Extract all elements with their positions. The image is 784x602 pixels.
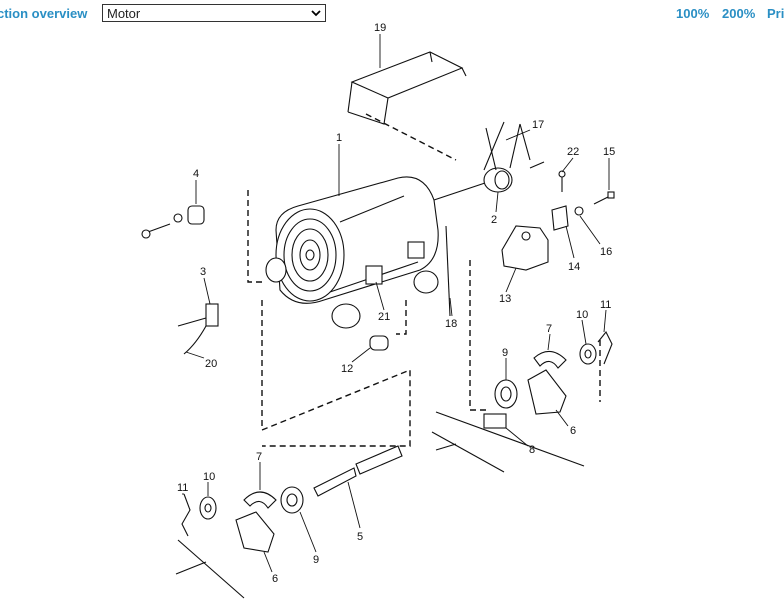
callout-12[interactable]: 12 — [341, 363, 353, 375]
part-1-motor[interactable] — [265, 176, 495, 329]
part-12-bushing[interactable] — [369, 335, 389, 351]
callout-4[interactable]: 4 — [193, 168, 199, 180]
part-8-sensor-right[interactable] — [483, 413, 507, 429]
callout-5[interactable]: 5 — [357, 531, 363, 543]
callout-2[interactable]: 2 — [491, 214, 497, 226]
toolbar: ction overview Motor 100% 200% Pri — [0, 0, 784, 30]
part-9-bearing-left[interactable] — [280, 486, 304, 514]
part-16-washer[interactable] — [574, 206, 584, 216]
callout-10-right[interactable]: 10 — [576, 309, 588, 321]
part-5-shaft[interactable] — [313, 445, 403, 497]
callout-11-left[interactable]: 11 — [177, 482, 188, 494]
callout-7-left[interactable]: 7 — [256, 451, 262, 463]
zoom-100-link[interactable]: 100% — [676, 6, 710, 21]
callout-14[interactable]: 14 — [568, 261, 580, 273]
callout-22[interactable]: 22 — [567, 146, 579, 158]
callout-21[interactable]: 21 — [378, 311, 390, 323]
callout-6-left[interactable]: 6 — [272, 573, 278, 585]
chevron-down-icon — [311, 10, 321, 17]
callout-13[interactable]: 13 — [499, 293, 511, 305]
zoom-200-link[interactable]: 200% — [722, 6, 756, 21]
callout-16[interactable]: 16 — [600, 246, 612, 258]
part-6-holder-left[interactable] — [235, 511, 275, 553]
callout-9-left[interactable]: 9 — [313, 554, 319, 566]
callout-8[interactable]: 8 — [529, 444, 535, 456]
part-10-washer-left[interactable] — [199, 496, 217, 520]
section-select[interactable]: Motor — [102, 4, 326, 22]
part-2-pulley[interactable] — [483, 121, 545, 193]
part-9-bearing-right[interactable] — [494, 379, 518, 409]
callout-6-right[interactable]: 6 — [570, 425, 576, 437]
callout-17[interactable]: 17 — [532, 119, 544, 131]
callout-15[interactable]: 15 — [603, 146, 615, 158]
callout-19[interactable]: 19 — [374, 22, 386, 34]
callout-9-right[interactable]: 9 — [502, 347, 508, 359]
part-7-clamp-right[interactable] — [533, 350, 567, 369]
part-14-clip[interactable] — [551, 205, 569, 231]
part-13-bracket[interactable] — [501, 225, 549, 271]
part-11-clip-right[interactable] — [597, 330, 613, 365]
section-overview-link[interactable]: ction overview — [0, 6, 88, 21]
part-10-washer-right[interactable] — [579, 343, 597, 365]
callout-20[interactable]: 20 — [205, 358, 217, 370]
part-15-screw[interactable] — [593, 191, 615, 205]
section-select-value: Motor — [107, 6, 141, 21]
callout-10-left[interactable]: 10 — [203, 471, 215, 483]
callout-1[interactable]: 1 — [336, 132, 342, 144]
callout-18[interactable]: 18 — [445, 318, 457, 330]
part-19-bracket[interactable] — [347, 51, 467, 125]
part-7-clamp-left[interactable] — [243, 491, 277, 509]
part-6-holder-right[interactable] — [527, 369, 567, 415]
part-22-screw[interactable] — [558, 170, 566, 192]
print-link[interactable]: Pri — [767, 6, 784, 21]
callout-11-right[interactable]: 11 — [600, 299, 611, 311]
part-11-clip-left[interactable] — [181, 493, 191, 537]
part-3-sensor[interactable] — [177, 303, 219, 355]
part-4-bushing[interactable] — [141, 205, 205, 239]
callout-7-right[interactable]: 7 — [546, 323, 552, 335]
callout-3[interactable]: 3 — [200, 266, 206, 278]
